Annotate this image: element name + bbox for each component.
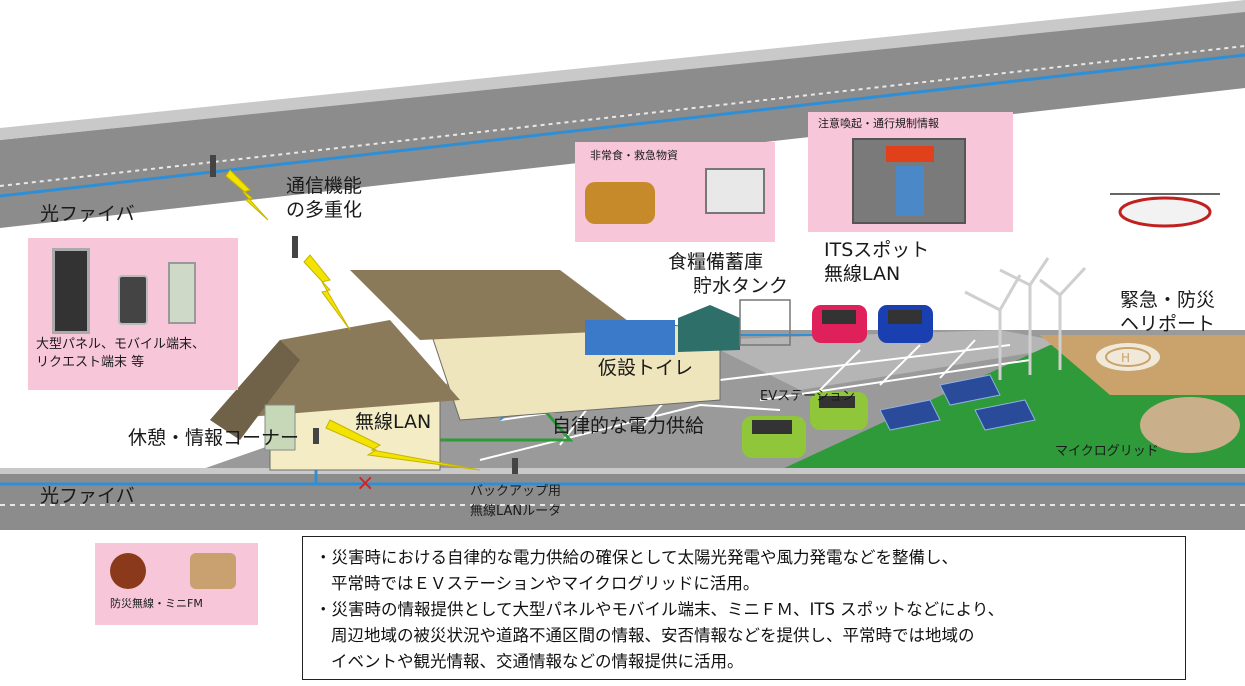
kiosk-icon — [168, 262, 196, 324]
canned-food-icon — [585, 182, 655, 224]
car-red — [812, 305, 867, 343]
radio-label: 防災無線・ミニFM — [110, 597, 203, 610]
devices-label-2: リクエスト端末 等 — [36, 355, 145, 370]
fiber-label-bottom: 光ファイバ — [40, 485, 135, 507]
backup-router-label-2: 無線LANルータ — [470, 504, 562, 519]
note-2-line-2: 周辺地域の被災状況や道路不通区間の情報、安否情報などを提供し、平常時では地域の — [331, 626, 975, 645]
megaphone-icon — [110, 553, 146, 589]
village — [1140, 397, 1240, 453]
its-spot-label-1: ITSスポット — [824, 239, 930, 261]
storage-building — [678, 305, 740, 352]
note-1: ・災害時における自律的な電力供給の確保として太陽光発電や風力発電などを整備し、 … — [315, 545, 1175, 597]
note-2: ・災害時の情報提供として大型パネルやモバイル端末、ミニＦＭ、ITS スポットなど… — [315, 597, 1175, 675]
microgrid-label: マイクログリッド — [1055, 444, 1159, 459]
lower-road — [0, 468, 1245, 530]
fiber-label-top: 光ファイバ — [40, 203, 135, 225]
solar-panels — [879, 374, 1036, 431]
large-panel-icon — [52, 248, 90, 334]
its-spot-label-2: 無線LAN — [824, 263, 901, 285]
note-1-line-1: ・災害時における自律的な電力供給の確保として太陽光発電や風力発電などを整備し、 — [315, 548, 959, 567]
wireless-lan-label: 無線LAN — [355, 411, 432, 433]
first-aid-kit-icon — [705, 168, 765, 214]
food-storage-label: 食糧備蓄庫 — [668, 251, 764, 273]
heliport-label-2: ヘリポート — [1120, 313, 1216, 335]
water-tank-label: 貯水タンク — [693, 275, 789, 297]
alert-sign-icon — [852, 138, 966, 224]
parking-lines — [479, 339, 1031, 461]
food-supplies-label: 非常食・救急物資 — [590, 149, 678, 162]
toilet-units — [585, 320, 675, 355]
multiplex-label-1: 通信機能 — [286, 175, 363, 197]
note-2-line-3: イベントや観光情報、交通情報などの情報提供に活用。 — [331, 652, 744, 671]
car-ev-2 — [810, 392, 868, 430]
multiplex-label-2: の多重化 — [286, 199, 363, 221]
temp-toilet-label: 仮設トイレ — [598, 357, 694, 379]
heliport-label-1: 緊急・防災 — [1120, 289, 1216, 311]
wind-turbines — [964, 257, 1087, 380]
fiber-cable-top — [0, 53, 1245, 198]
failure-mark: × — [356, 471, 374, 496]
note-2-line-1: ・災害時の情報提供として大型パネルやモバイル端末、ミニＦＭ、ITS スポットなど… — [315, 600, 1005, 619]
lightning — [225, 169, 481, 471]
radio-person-icon — [190, 553, 236, 589]
ev-station-label: EVステーション — [760, 389, 855, 404]
upper-road — [0, 0, 1245, 228]
notes-box: ・災害時における自律的な電力供給の確保として太陽光発電や風力発電などを整備し、 … — [302, 536, 1186, 680]
devices-label-1: 大型パネル、モバイル端末、 — [36, 337, 206, 352]
note-1-line-2: 平常時ではＥＶステーションやマイクログリッドに活用。 — [331, 574, 760, 593]
water-tank — [739, 299, 791, 346]
mobile-icon — [118, 275, 148, 325]
alert-info-label: 注意喚起・通行規制情報 — [818, 117, 939, 130]
car-blue — [878, 305, 933, 343]
rest-corner-label: 休憩・情報コーナー — [128, 427, 300, 449]
self-power-label: 自律的な電力供給 — [552, 415, 705, 437]
car-ev-1 — [742, 416, 806, 458]
helicopter — [1110, 193, 1220, 228]
antennas — [210, 155, 518, 474]
backup-router-label-1: バックアップ用 — [470, 484, 562, 499]
svg-text:H: H — [1121, 351, 1130, 365]
